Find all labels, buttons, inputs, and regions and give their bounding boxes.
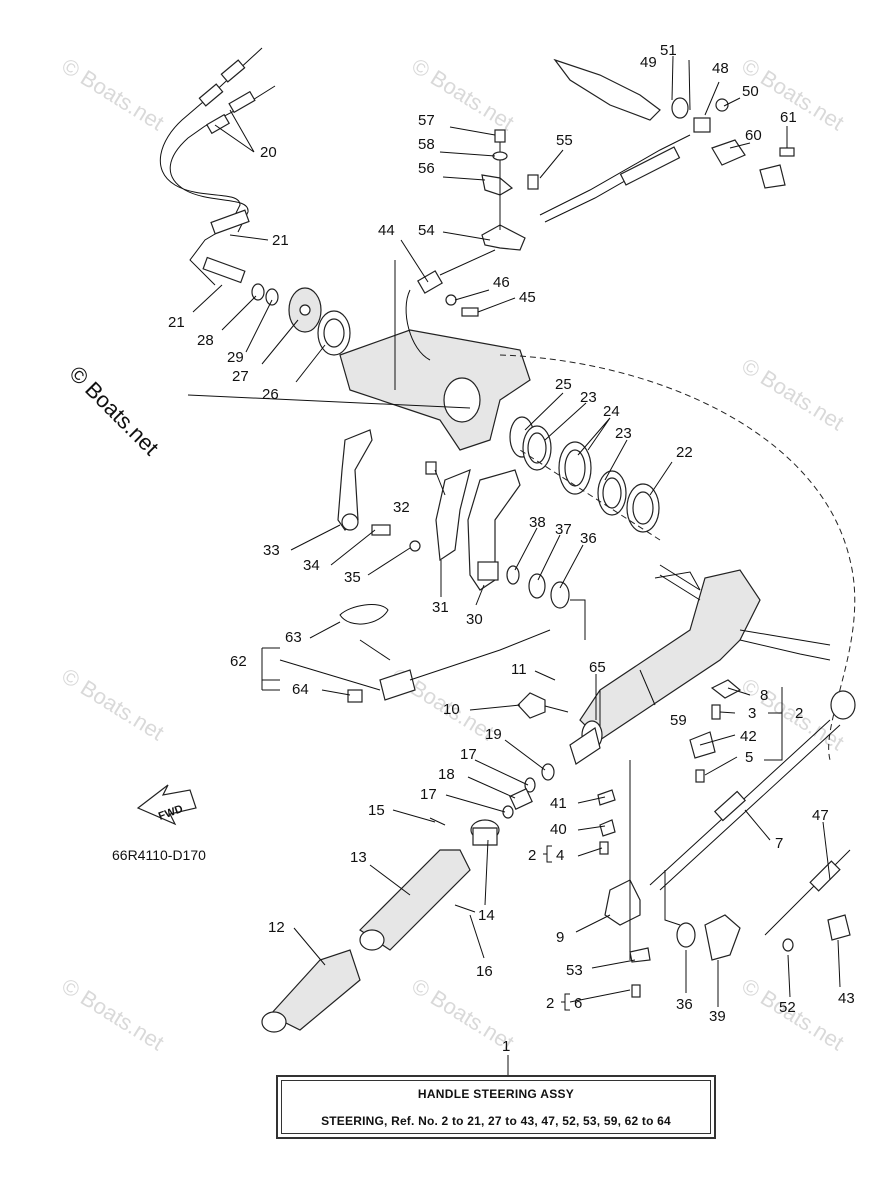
- callout: 52: [779, 999, 796, 1016]
- callout: 8: [760, 687, 768, 704]
- callout: 3: [748, 705, 756, 722]
- callout: 53: [566, 962, 583, 979]
- callout: 5: [745, 749, 753, 766]
- callout: 32: [393, 499, 410, 516]
- callout: 48: [712, 60, 729, 77]
- callout: 58: [418, 136, 435, 153]
- callout: 45: [519, 289, 536, 306]
- callout: 16: [476, 963, 493, 980]
- callout: 20: [260, 144, 277, 161]
- callout: 2: [528, 847, 536, 864]
- callout: 57: [418, 112, 435, 129]
- watermarks: © Boats.net © Boats.net © Boats.net © Bo…: [57, 53, 848, 1055]
- bracket-glyph: [561, 993, 570, 1011]
- callout: 63: [285, 629, 302, 646]
- assembly-note: STEERING, Ref. No. 2 to 21, 27 to 43, 47…: [321, 1114, 671, 1128]
- callout: 26: [262, 386, 279, 403]
- callout: 56: [418, 160, 435, 177]
- callout: 36: [676, 996, 693, 1013]
- callout: 41: [550, 795, 567, 812]
- callout: 4: [556, 847, 564, 864]
- callout: 65: [589, 659, 606, 676]
- callout: 54: [418, 222, 435, 239]
- bracket-glyph: [543, 845, 552, 863]
- callout: 36: [580, 530, 597, 547]
- callout: 44: [378, 222, 395, 239]
- callout: 2: [795, 705, 803, 722]
- callout: 1: [502, 1038, 510, 1055]
- callout: 10: [443, 701, 460, 718]
- callout: 2: [546, 995, 554, 1012]
- callout: 39: [709, 1008, 726, 1025]
- callout: 31: [432, 599, 449, 616]
- leader-lines: [192, 55, 841, 1075]
- callout: 60: [745, 127, 762, 144]
- watermark: © Boats.net: [737, 353, 848, 435]
- callout: 38: [529, 514, 546, 531]
- assembly-title: HANDLE STEERING ASSY: [417, 1087, 575, 1101]
- callout: 51: [660, 42, 677, 59]
- callout: 19: [485, 726, 502, 743]
- callout: 62: [230, 653, 247, 670]
- callout: 46: [493, 274, 510, 291]
- callout: 33: [263, 542, 280, 559]
- diagram-code: 66R4110-D170: [112, 847, 206, 863]
- callout: 11: [511, 661, 527, 678]
- assembly-box-inner: [281, 1080, 711, 1134]
- callout: 12: [268, 919, 285, 936]
- callout: 47: [812, 807, 829, 824]
- callout: 13: [350, 849, 367, 866]
- callouts: 51 49 48 50 61 60 57 58 55 56 20 54 44 2…: [168, 42, 855, 1055]
- callout: 23: [580, 389, 597, 406]
- copyright-text: © Boats.net: [64, 361, 163, 460]
- callout: 14: [478, 907, 495, 924]
- callout: 55: [556, 132, 573, 149]
- watermark: © Boats.net: [57, 663, 168, 745]
- callout: 23: [615, 425, 632, 442]
- callout: 29: [227, 349, 244, 366]
- fwd-arrow: FWD: [136, 784, 197, 826]
- watermark: © Boats.net: [57, 973, 168, 1055]
- callout: 59: [670, 712, 687, 729]
- callout: 40: [550, 821, 567, 838]
- callout: 9: [556, 929, 564, 946]
- callout: 6: [574, 995, 582, 1012]
- assembly-info-box: HANDLE STEERING ASSY STEERING, Ref. No. …: [276, 1075, 716, 1139]
- callout: 7: [775, 835, 783, 852]
- callout: 21: [272, 232, 289, 249]
- callout: 64: [292, 681, 309, 698]
- callout: 42: [740, 728, 757, 745]
- callout: 30: [466, 611, 483, 628]
- watermark: © Boats.net: [57, 53, 168, 135]
- callout: 50: [742, 83, 759, 100]
- callout: 49: [640, 54, 657, 71]
- callout: 21: [168, 314, 185, 331]
- part-drawings: [159, 47, 856, 1033]
- callout: 24: [603, 403, 620, 420]
- callout: 17: [460, 746, 477, 763]
- callout: 27: [232, 368, 249, 385]
- callout: 34: [303, 557, 320, 574]
- callout: 28: [197, 332, 214, 349]
- callout: 25: [555, 376, 572, 393]
- callout: 15: [368, 802, 385, 819]
- callout: 37: [555, 521, 572, 538]
- callout: 43: [838, 990, 855, 1007]
- callout: 35: [344, 569, 361, 586]
- callout: 61: [780, 109, 797, 126]
- callout: 18: [438, 766, 455, 783]
- callout: 22: [676, 444, 693, 461]
- callout: 17: [420, 786, 437, 803]
